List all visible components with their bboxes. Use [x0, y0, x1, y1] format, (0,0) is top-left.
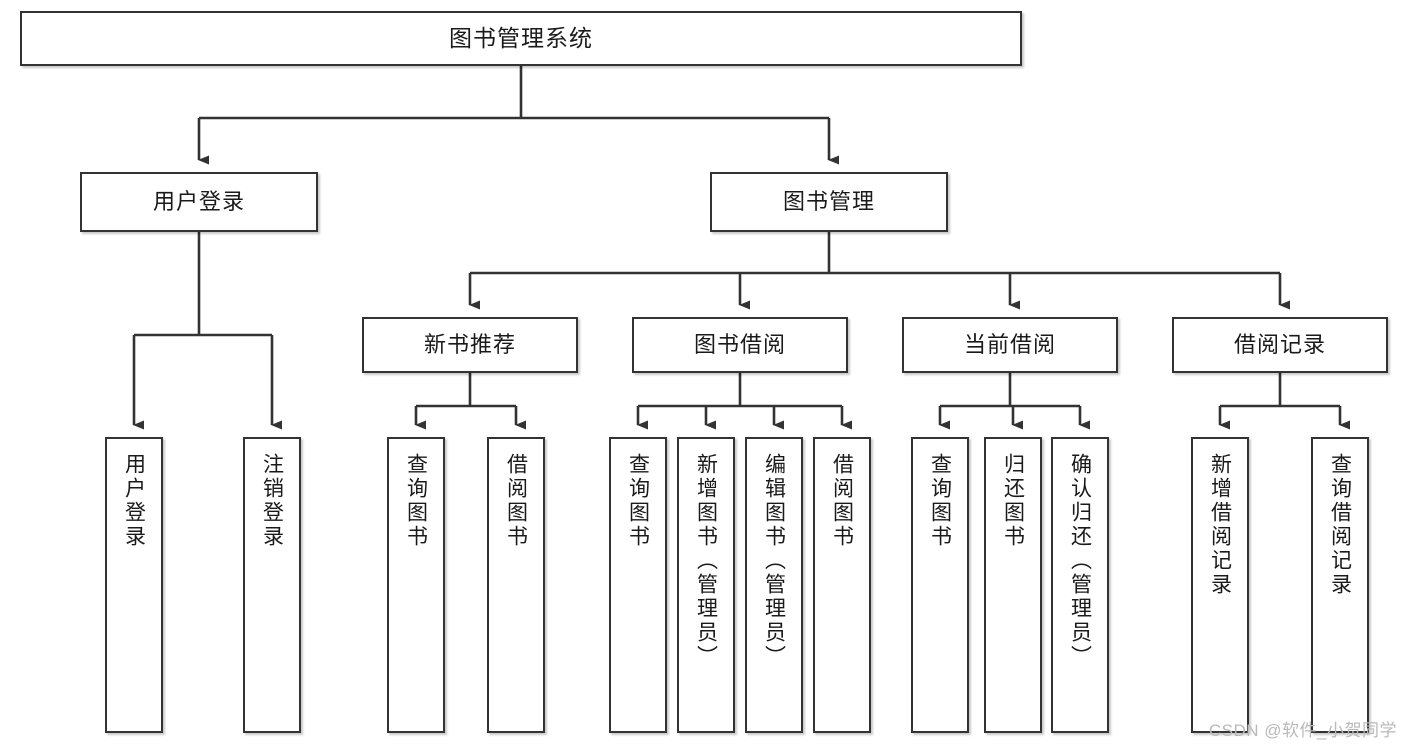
node-label: 借阅记录 — [1233, 332, 1326, 358]
node-label: 确认归还（管理员） — [1068, 453, 1092, 669]
node-label: 新增借阅记录 — [1208, 453, 1232, 597]
node-bo-lend[interactable]: 借阅图书 — [813, 437, 871, 733]
node-root[interactable]: 图书管理系统 — [20, 11, 1022, 66]
node-bookmgmt[interactable]: 图书管理 — [710, 172, 948, 232]
node-re-add[interactable]: 新增借阅记录 — [1191, 437, 1249, 733]
node-label: 图书管理系统 — [449, 24, 593, 51]
node-label: 用户登录 — [152, 189, 245, 215]
node-bo-query[interactable]: 查询图书 — [609, 437, 667, 733]
node-userlogin[interactable]: 用户登录 — [105, 437, 163, 733]
node-label: 编辑图书（管理员） — [762, 453, 786, 669]
node-label: 查询图书 — [626, 453, 650, 549]
node-label: 图书借阅 — [693, 332, 786, 358]
node-records[interactable]: 借阅记录 — [1172, 317, 1388, 373]
node-current[interactable]: 当前借阅 — [902, 317, 1118, 373]
node-nb-query[interactable]: 查询图书 — [387, 437, 445, 733]
node-newbook[interactable]: 新书推荐 — [362, 317, 578, 373]
node-login[interactable]: 用户登录 — [80, 172, 318, 232]
node-cu-return[interactable]: 归还图书 — [984, 437, 1042, 733]
node-label: 查询借阅记录 — [1328, 453, 1352, 597]
node-label: 用户登录 — [122, 453, 146, 549]
node-bo-edit[interactable]: 编辑图书（管理员） — [745, 437, 803, 733]
node-label: 图书管理 — [782, 189, 875, 215]
node-label: 新增图书（管理员） — [694, 453, 718, 669]
node-logout[interactable]: 注销登录 — [243, 437, 301, 733]
node-label: 当前借阅 — [963, 332, 1056, 358]
node-label: 归还图书 — [1001, 453, 1025, 549]
node-label: 查询图书 — [404, 453, 428, 549]
node-label: 借阅图书 — [504, 453, 528, 549]
node-cu-confirm[interactable]: 确认归还（管理员） — [1051, 437, 1109, 733]
node-cu-query[interactable]: 查询图书 — [911, 437, 969, 733]
csdn-watermark: CSDN @软件_小贺同学 — [1208, 721, 1397, 740]
node-borrow[interactable]: 图书借阅 — [632, 317, 848, 373]
node-bo-add[interactable]: 新增图书（管理员） — [677, 437, 735, 733]
node-label: 注销登录 — [260, 453, 284, 549]
node-label: 借阅图书 — [830, 453, 854, 549]
node-label: 新书推荐 — [423, 332, 516, 358]
node-nb-borrow[interactable]: 借阅图书 — [487, 437, 545, 733]
node-re-query[interactable]: 查询借阅记录 — [1311, 437, 1369, 733]
node-label: 查询图书 — [928, 453, 952, 549]
